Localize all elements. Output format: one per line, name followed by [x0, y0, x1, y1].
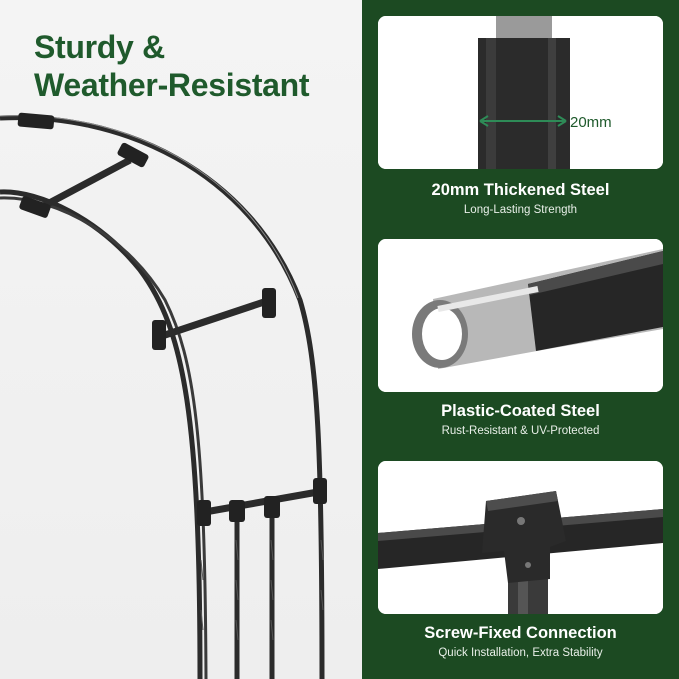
feature-card-plastic-coated: [378, 239, 663, 392]
feature-subtitle-3: Quick Installation, Extra Stability: [438, 647, 603, 659]
coated-tube-closeup: [378, 239, 663, 392]
feature-subtitle-2: Rust-Resistant & UV-Protected: [441, 425, 600, 437]
feature-title-1: 20mm Thickened Steel: [431, 181, 610, 199]
headline-line-1: Sturdy &: [34, 29, 165, 65]
t-connector-closeup: [378, 461, 663, 614]
headline-line-2: Weather-Resistant: [34, 67, 310, 103]
feature-title-3: Screw-Fixed Connection: [424, 624, 617, 642]
arch-panel: Sturdy & Weather-Resistant: [0, 0, 362, 679]
feature-card-thickened-steel: 20mm: [378, 16, 663, 169]
measure-label: 20mm: [570, 114, 612, 131]
steel-tube-closeup: 20mm: [378, 16, 663, 169]
headline: Sturdy & Weather-Resistant: [34, 28, 310, 104]
arch-frame-illustration: [0, 112, 327, 679]
feature-card-screw-fixed: [378, 461, 663, 614]
features-panel: 20mm 20mm Thickened Steel Long-Lasting S…: [362, 0, 679, 679]
feature-title-2: Plastic-Coated Steel: [441, 402, 600, 420]
feature-subtitle-1: Long-Lasting Strength: [463, 204, 578, 216]
